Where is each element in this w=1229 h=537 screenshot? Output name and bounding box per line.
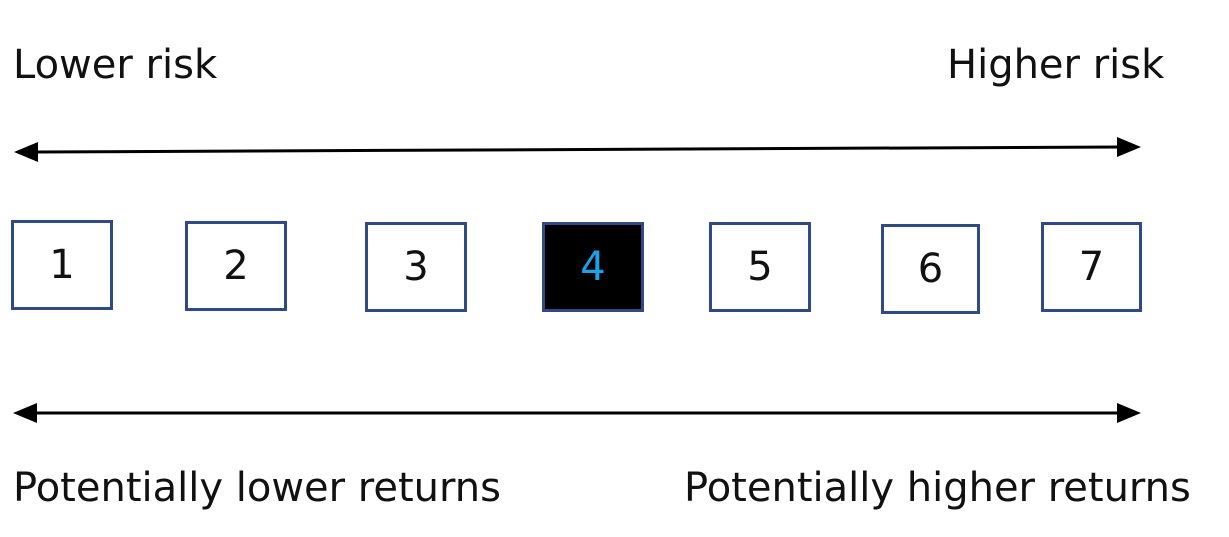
risk-box-number: 3 (403, 244, 429, 290)
higher-risk-label: Higher risk (947, 42, 1165, 88)
risk-box-number: 1 (49, 242, 75, 288)
risk-box-3: 3 (365, 222, 467, 312)
lower-returns-label: Potentially lower returns (13, 465, 501, 511)
risk-box-6: 6 (881, 224, 980, 314)
risk-box-number: 6 (917, 246, 944, 292)
risk-box-number: 5 (747, 244, 773, 290)
risk-box-number: 4 (580, 244, 606, 290)
risk-box-2: 2 (185, 221, 287, 311)
risk-box-1: 1 (11, 220, 113, 310)
lower-risk-label: Lower risk (13, 42, 218, 88)
risk-arrow (14, 137, 1141, 162)
risk-box-5: 5 (709, 222, 811, 312)
risk-box-number: 7 (1078, 244, 1105, 290)
returns-arrow (13, 403, 1141, 423)
risk-box-7: 7 (1041, 222, 1142, 312)
risk-box-4-selected: 4 (542, 222, 644, 312)
risk-box-number: 2 (223, 243, 249, 289)
higher-returns-label: Potentially higher returns (684, 465, 1191, 511)
